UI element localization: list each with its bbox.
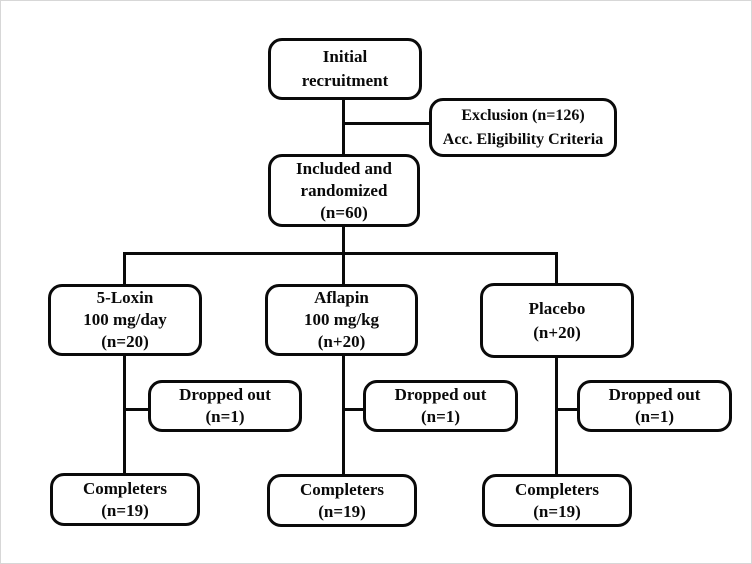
box-text-line: randomized — [300, 180, 388, 200]
connector-distribution-bar — [123, 252, 558, 255]
box-text-line: Acc. Eligibility Criteria — [442, 130, 604, 148]
connector-drop-to-5loxin — [123, 252, 126, 284]
box-completers-5loxin: Completers (n=19) — [50, 473, 200, 526]
box-text-line: Aflapin — [314, 288, 369, 307]
box-included-randomized: Included and randomized (n=60) — [268, 154, 420, 227]
box-text-line: (n=1) — [205, 407, 245, 426]
box-dropped-out-5loxin: Dropped out (n=1) — [148, 380, 302, 432]
connector-initial-to-randomized — [342, 100, 345, 154]
box-text-line: (n+20) — [533, 322, 581, 342]
box-text-line: Completers — [299, 479, 385, 499]
box-exclusion: Exclusion (n=126) Acc. Eligibility Crite… — [429, 98, 617, 157]
connector-stub-dropped-aflapin — [344, 408, 363, 411]
box-text-line: (n=19) — [318, 501, 366, 521]
box-text-line: recruitment — [301, 71, 389, 90]
connector-placebo-to-completers — [555, 358, 558, 474]
box-text-line: Completers — [514, 479, 600, 499]
box-text-line: 100 mg/kg — [303, 310, 380, 329]
box-text-line: (n+20) — [317, 332, 366, 351]
connector-randomized-down — [342, 227, 345, 255]
connector-5loxin-to-completers — [123, 356, 126, 473]
connector-stub-dropped-placebo — [557, 408, 577, 411]
box-text-line: (n=20) — [101, 332, 149, 351]
box-text-line: Dropped out — [179, 385, 271, 404]
box-text-line: 100 mg/day — [83, 310, 167, 329]
box-arm-5loxin: 5-Loxin 100 mg/day (n=20) — [48, 284, 202, 356]
connector-stub-dropped-5loxin — [125, 408, 148, 411]
box-arm-placebo: Placebo (n+20) — [480, 283, 634, 358]
box-completers-aflapin: Completers (n=19) — [267, 474, 417, 527]
box-dropped-out-placebo: Dropped out (n=1) — [577, 380, 732, 432]
box-completers-placebo: Completers (n=19) — [482, 474, 632, 527]
box-text-line: Exclusion (n=126) — [461, 106, 585, 124]
box-text-line: (n=19) — [533, 501, 581, 521]
box-text-line: Included and — [296, 158, 392, 178]
connector-to-exclusion — [342, 122, 429, 125]
box-text-line: Dropped out — [394, 385, 487, 404]
box-text-line: Dropped out — [608, 385, 701, 404]
box-dropped-out-aflapin: Dropped out (n=1) — [363, 380, 518, 432]
box-text-line: Placebo — [528, 298, 586, 318]
box-text-line: (n=60) — [320, 202, 368, 222]
box-text-line: 5-Loxin — [96, 288, 154, 307]
box-text-line: (n=1) — [635, 407, 674, 426]
box-text-line: (n=19) — [101, 500, 149, 520]
connector-drop-to-aflapin — [342, 252, 345, 284]
box-arm-aflapin: Aflapin 100 mg/kg (n+20) — [265, 284, 418, 356]
connector-aflapin-to-completers — [342, 356, 345, 474]
box-text-line: Completers — [82, 478, 168, 498]
connector-drop-to-placebo — [555, 252, 558, 283]
box-text-line: Initial — [322, 47, 368, 66]
box-initial-recruitment: Initial recruitment — [268, 38, 422, 100]
box-text-line: (n=1) — [421, 407, 460, 426]
